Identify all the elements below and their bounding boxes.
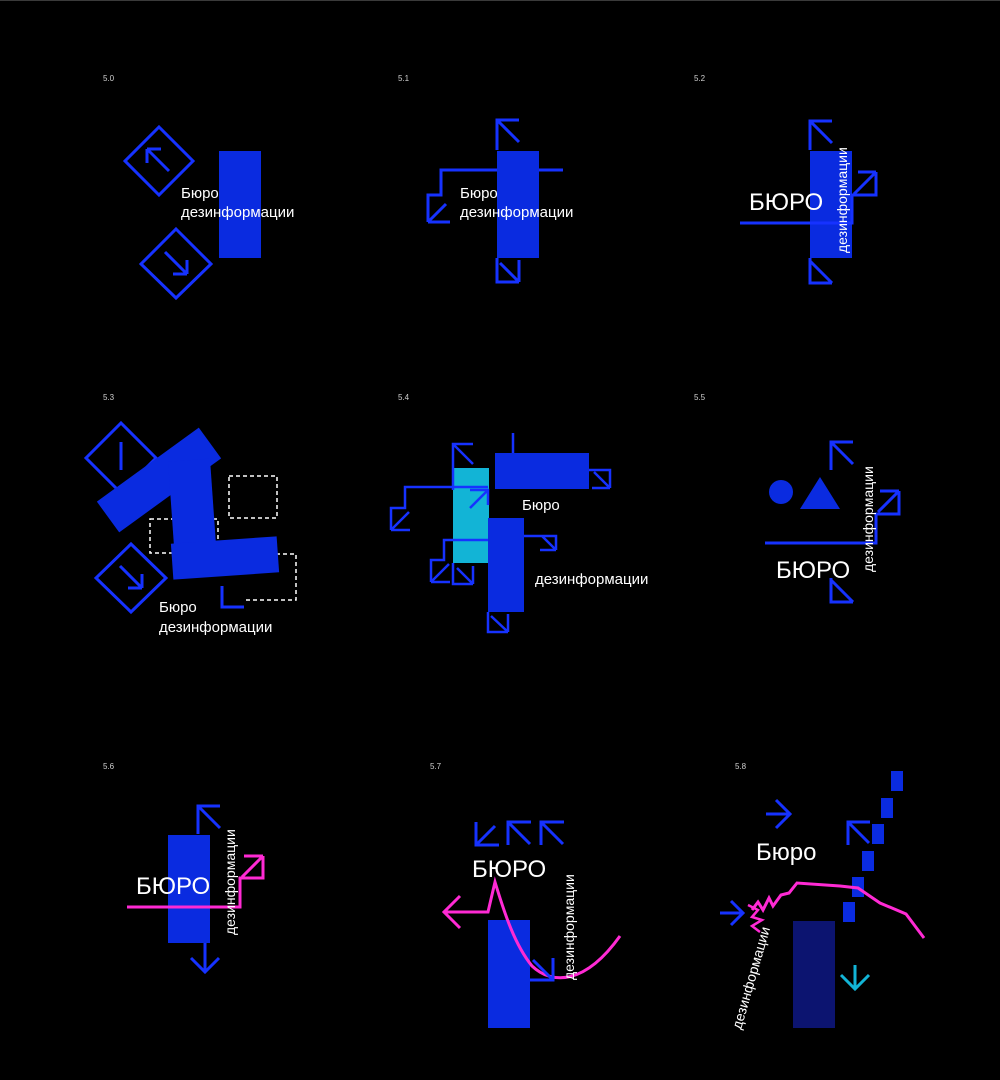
word-buro: БЮРО: [749, 189, 823, 216]
triangle-shape: [800, 477, 840, 509]
word-buro: БЮРО: [472, 856, 546, 883]
blue-bar: [168, 835, 210, 943]
arrow-right-icon: [766, 798, 793, 830]
word-dezinformatsii: дезинформации: [561, 874, 577, 980]
arrow-right-icon-2: [720, 899, 746, 927]
panel-number: 5.0: [103, 74, 115, 83]
circle-shape: [769, 480, 793, 504]
panel-number: 5.8: [735, 762, 747, 771]
panel-number: 5.4: [398, 393, 410, 402]
word-buro: Бюро: [756, 839, 816, 866]
arrow-bottom-icon: [486, 612, 510, 634]
word-buro: БЮРО: [776, 557, 850, 584]
magenta-arrow-up-right: [127, 854, 265, 909]
blue-z-shape: [96, 427, 280, 580]
arrow-up-left-icon: [808, 119, 834, 150]
arrow-down-left-icon-1: [389, 485, 488, 532]
word-dezinformatsii: дезинформации: [181, 204, 294, 221]
diamond-arrow-up-left-icon: [122, 124, 196, 198]
word-buro: Бюро: [181, 185, 219, 202]
word-buro: Бюро: [159, 599, 197, 616]
panel-number: 5.5: [694, 393, 706, 402]
arrow-up-right-small: [469, 488, 490, 509]
navy-bar: [793, 921, 835, 1028]
word-dezinformatsii: дезинформации: [834, 147, 850, 253]
panel-number: 5.3: [103, 393, 115, 402]
top-border-line: [0, 0, 1000, 1]
word-dezinformatsii: дезинформации: [460, 204, 573, 221]
arrow-down-icon: [189, 943, 221, 975]
word-buro: Бюро: [460, 185, 498, 202]
magenta-curve: [444, 876, 622, 980]
panel-5-4: 5.4 Бюро дезинформации: [389, 393, 648, 634]
arrow-down-left-icon: [474, 822, 499, 847]
magenta-arrow-left-icon: [441, 894, 462, 930]
arrow-down-right-small: [451, 563, 475, 586]
word-dezinformatsii: дезинформации: [860, 466, 876, 572]
magenta-zigzag-line: [750, 881, 926, 939]
arrow-right-down-icon: [524, 534, 558, 552]
word-dezinformatsii: дезинформации: [222, 829, 238, 935]
panel-5-5: 5.5 БЮРО дезинформации: [694, 393, 901, 604]
panel-number: 5.2: [694, 74, 706, 83]
blue-bar: [497, 151, 539, 258]
blue-bar: [219, 151, 261, 258]
word-buro: БЮРО: [136, 873, 210, 900]
word-buro: Бюро: [522, 497, 560, 514]
diamond-arrow-down-right-icon: [93, 541, 169, 615]
panel-5-0: 5.0 Бюро дезинформации: [103, 74, 294, 301]
blue-bar: [488, 920, 530, 1028]
arrow-up-left-icon-1: [506, 820, 532, 846]
panel-5-2: 5.2 БЮРО дезинформации: [694, 74, 878, 285]
arrow-down-right-icon: [829, 578, 855, 604]
panel-number: 5.6: [103, 762, 115, 771]
diamond-arrow-down-right-icon: [138, 226, 214, 301]
panel-5-7: 5.7 БЮРО дезинформации: [430, 762, 622, 1028]
arrow-down-right-icon: [495, 258, 521, 284]
arrow-up-right-icon: [765, 489, 901, 545]
word-dezinformatsii: дезинформации: [535, 571, 648, 588]
arrow-down-right-icon: [808, 258, 834, 285]
cyan-arrow-down-icon: [839, 965, 871, 992]
arrow-up-left-icon-2: [539, 820, 565, 846]
panel-5-8: 5.8 Бюро дезинформации: [720, 762, 926, 1031]
arrow-down-right-icon: [589, 468, 612, 490]
blue-bar: [810, 151, 852, 258]
arrow-up-left-icon: [451, 442, 474, 490]
magenta-spark: [747, 903, 766, 933]
arrow-down-left-icon: [426, 168, 497, 224]
panel-5-1: 5.1 Бюро дезинформации: [398, 74, 573, 284]
cyan-bar: [453, 468, 489, 563]
arrow-up-left-icon: [495, 118, 521, 150]
panel-number: 5.7: [430, 762, 442, 771]
word-dezinformatsii: дезинформации: [729, 925, 774, 1031]
word-dezinformatsii: дезинформации: [159, 619, 272, 636]
panel-number: 5.1: [398, 74, 410, 83]
dashed-frame-top: [228, 475, 278, 519]
blue-bar-vertical: [488, 518, 524, 612]
blue-bar-horizontal: [495, 453, 589, 489]
arrow-up-left-icon: [196, 804, 222, 834]
panel-5-6: 5.6 БЮРО дезинформации: [103, 762, 265, 975]
arrow-up-left-icon: [846, 820, 871, 845]
arrow-down-left-icon-2: [429, 538, 488, 584]
arrow-up-left-icon: [829, 440, 855, 470]
corner-line: [220, 586, 244, 609]
arrow-down-right-icon: [530, 958, 555, 982]
arrow-up-right-icon: [740, 170, 878, 225]
panel-5-3: 5.3 Бюро дезинформации: [83, 393, 297, 636]
